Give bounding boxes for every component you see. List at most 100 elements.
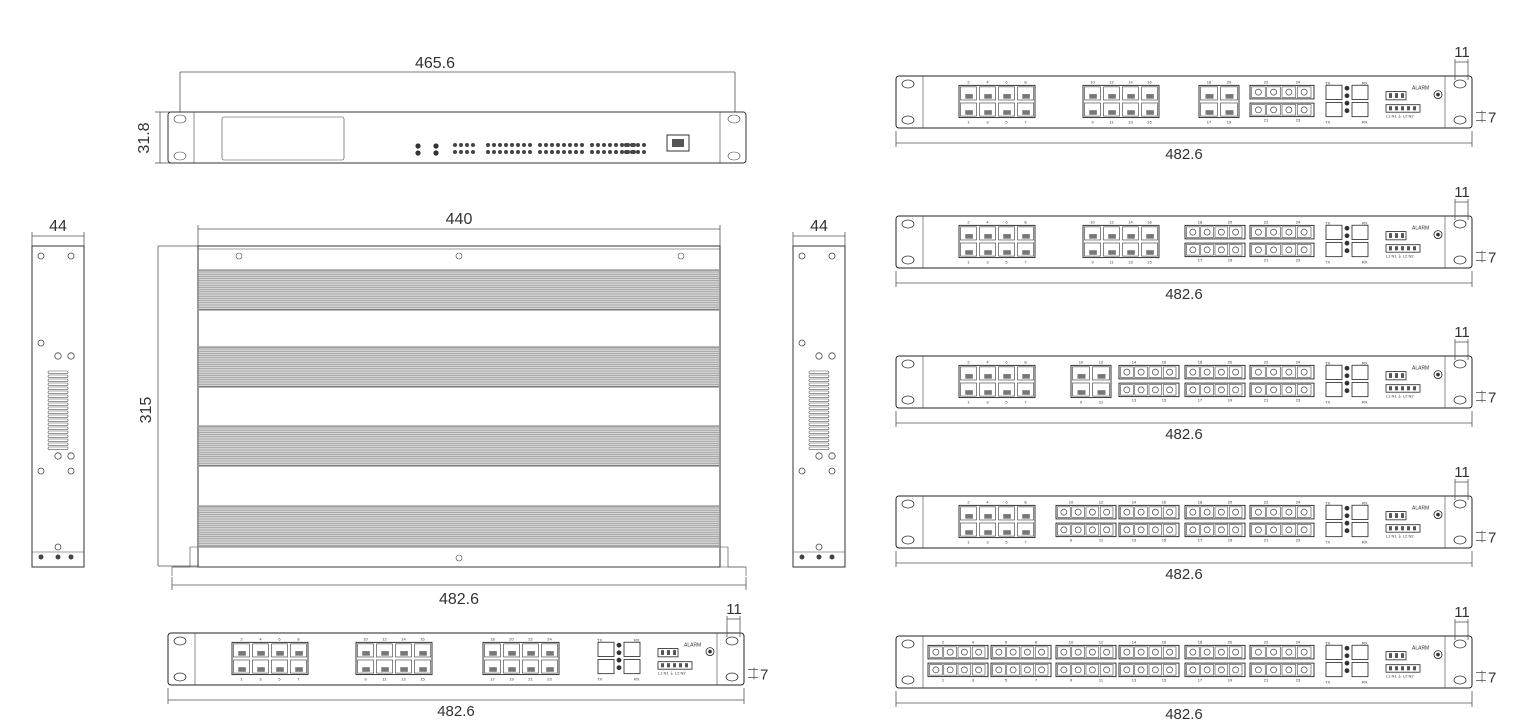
port-label-bottom: 13 (1128, 260, 1133, 265)
front-width-label: 465.6 (415, 55, 455, 72)
port-label-bottom: 9 (1070, 538, 1073, 543)
port-label-top: 10 (1069, 499, 1074, 504)
port-label-top: 14 (1132, 499, 1137, 504)
port-label-top: 14 (1128, 79, 1133, 84)
port-label-bottom: 23 (1296, 398, 1301, 403)
port-label-bottom: 11 (1099, 538, 1104, 543)
ear-width-label: 11 (1454, 324, 1470, 341)
port-label-bottom: 15 (1162, 398, 1167, 403)
port-label-bottom: 5 (1005, 678, 1008, 683)
sfp-tx-label: TX (597, 677, 602, 682)
alarm-label: ALARM (1412, 86, 1429, 92)
port-label-top: 20 (1228, 359, 1233, 364)
port-label-top: 8 (1035, 639, 1038, 644)
port-label-bottom: 19 (1228, 398, 1233, 403)
port-label-top: 18 (1207, 79, 1212, 84)
port-label-bottom: 11 (1109, 260, 1114, 265)
top-width-label: 440 (446, 211, 473, 228)
port-label-bottom: 1 (967, 540, 970, 545)
port-label-bottom: 7 (1024, 540, 1027, 545)
ear-width-label: 11 (1454, 184, 1470, 201)
alarm-label: ALARM (684, 643, 701, 649)
port-label-top: 18 (1198, 639, 1203, 644)
port-label-bottom: 5 (1005, 120, 1008, 125)
port-label-top: 8 (1024, 499, 1027, 504)
alarm-label: ALARM (1412, 226, 1429, 232)
port-label-top: 18 (1198, 359, 1203, 364)
sfp-tx-label: TX (1325, 80, 1330, 85)
ear-offset-label: 7 (760, 667, 768, 684)
side-view-right: 44 (792, 218, 846, 568)
port-label-bottom: 1 (942, 678, 945, 683)
power-label: L1 N1 ⏚ L2 N2 (1386, 672, 1414, 678)
port-label-top: 6 (1005, 359, 1008, 364)
sfp-rx-label: RX (1362, 360, 1368, 365)
side-left-width-label: 44 (49, 218, 67, 235)
port-label-bottom: 13 (1132, 678, 1137, 683)
port-label-top: 2 (967, 359, 970, 364)
ear-offset-label: 7 (1488, 250, 1496, 267)
port-label-top: 2 (942, 639, 945, 644)
port-label-bottom: 1 (967, 120, 970, 125)
front-view: 465.6 31.8 (136, 55, 747, 164)
port-label-top: 4 (986, 359, 989, 364)
port-label-top: 14 (1132, 639, 1137, 644)
port-label-top: 24 (1296, 359, 1301, 364)
port-label-top: 20 (1228, 219, 1233, 224)
sfp-tx-label: TX (1325, 540, 1330, 545)
power-label: L1 N1 ⏚ L2 N2 (658, 669, 686, 675)
sfp-rx-label: RX (1362, 400, 1368, 405)
port-label-top: 8 (1024, 79, 1027, 84)
port-label-top: 20 (1228, 639, 1233, 644)
port-label-bottom: 5 (1005, 260, 1008, 265)
port-label-bottom: 17 (1198, 258, 1203, 263)
sfp-tx-label: TX (1325, 680, 1330, 685)
port-label-top: 24 (547, 636, 552, 641)
power-label: L1 N1 ⏚ L2 N2 (1386, 392, 1414, 398)
port-label-bottom: 17 (490, 677, 495, 682)
port-label-bottom: 21 (1264, 398, 1269, 403)
top-depth-label: 315 (138, 397, 155, 424)
port-label-bottom: 1 (967, 400, 970, 405)
port-label-bottom: 15 (1147, 260, 1152, 265)
sfp-rx-label: RX (1362, 120, 1368, 125)
port-label-top: 12 (382, 636, 387, 641)
port-label-bottom: 13 (401, 677, 406, 682)
port-label-bottom: 23 (1296, 678, 1301, 683)
ear-width-label: 11 (1454, 44, 1470, 61)
sfp-tx-label: TX (1325, 220, 1330, 225)
rear-panel: 214365871091211141316151817201922212423T… (895, 604, 1496, 723)
side-right-body (792, 245, 846, 568)
power-label: L1 N1 ⏚ L2 N2 (1386, 252, 1414, 258)
port-label-top: 20 (1228, 499, 1233, 504)
port-label-bottom: 7 (297, 677, 300, 682)
sfp-rx-label: RX (634, 677, 640, 682)
port-label-bottom: 3 (986, 540, 989, 545)
port-label-top: 22 (528, 636, 533, 641)
panel-rack-width-label: 482.6 (437, 703, 475, 720)
alarm-label: ALARM (1412, 646, 1429, 652)
front-chassis (167, 111, 747, 164)
port-label-top: 24 (1296, 79, 1301, 84)
port-label-bottom: 3 (986, 260, 989, 265)
port-label-bottom: 5 (278, 677, 281, 682)
sfp-tx-label: TX (1325, 500, 1330, 505)
port-label-bottom: 19 (1228, 678, 1233, 683)
port-label-top: 8 (1024, 219, 1027, 224)
port-label-bottom: 9 (1080, 400, 1083, 405)
rear-panel: 214365871091211141316151817201922212423T… (895, 184, 1496, 303)
port-label-bottom: 23 (1296, 118, 1301, 123)
sfp-tx-label: TX (1325, 120, 1330, 125)
sfp-rx-label: RX (1362, 80, 1368, 85)
port-label-bottom: 5 (1005, 400, 1008, 405)
port-label-top: 12 (1099, 359, 1104, 364)
ear-width-label: 11 (1454, 604, 1470, 621)
sfp-tx-label: TX (1325, 640, 1330, 645)
port-label-bottom: 17 (1198, 538, 1203, 543)
side-right-width-label: 44 (810, 218, 828, 235)
port-label-top: 2 (967, 79, 970, 84)
port-label-bottom: 19 (1227, 120, 1232, 125)
side-view-left: 44 (31, 218, 85, 568)
panel-rack-width-label: 482.6 (1165, 146, 1203, 163)
port-label-top: 12 (1109, 79, 1114, 84)
